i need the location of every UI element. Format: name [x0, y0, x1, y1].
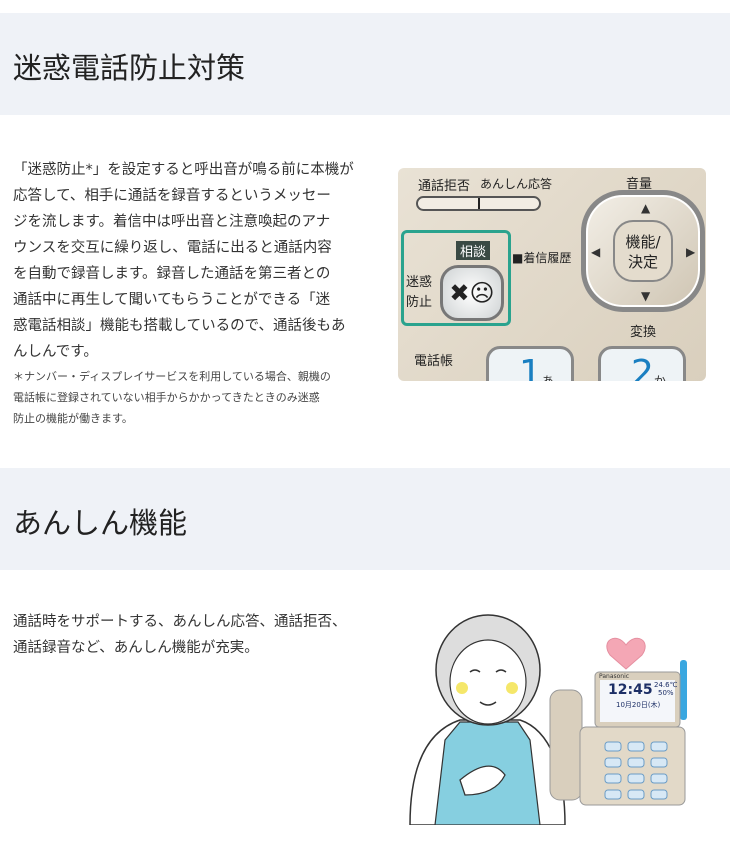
arrow-right-icon: ▶	[686, 245, 696, 259]
phone-temp: 24.6℃	[654, 681, 678, 689]
section-title: あんしん機能	[13, 506, 188, 540]
nav-ring: ▲ ▼ ◀ ▶ 機能/決定	[581, 190, 705, 312]
label-volume: 音量	[626, 177, 653, 192]
reject-anshin-button	[416, 196, 541, 211]
function-button: 機能/決定	[613, 220, 673, 282]
phone-panel-photo: 通話拒否 あんしん応答 音量 相談 迷惑防止 ✖☹ ■着信履歴 ▲ ▼ ◀ ▶ …	[398, 168, 706, 381]
text-line: 応答して、相手に通話を録音するというメッセー	[13, 188, 331, 204]
section-header-spam: 迷惑電話防止対策	[0, 13, 730, 115]
text-line: 通話中に再生して聞いてもらうことができる「迷	[13, 292, 331, 308]
key-1: 1あ	[486, 346, 574, 381]
grandma-illustration	[409, 614, 687, 826]
label-block: 迷惑防止	[406, 275, 433, 310]
label-consult: 相談	[456, 241, 491, 260]
arrow-down-icon: ▼	[641, 289, 651, 303]
label-reject: 通話拒否	[418, 179, 471, 194]
text-line: 通話時をサポートする、あんしん応答、通話拒否、	[13, 614, 347, 630]
text-line: 惑電話相談」機能も搭載しているので、通話後もあ	[13, 318, 346, 334]
arrow-up-icon: ▲	[641, 201, 651, 215]
text-line: んしんです。	[13, 344, 98, 360]
text-line: ウンスを交互に繰り返し、電話に出ると通話内容	[13, 240, 332, 256]
illustration: Panasonic 12:45 24.6℃ 50% 10月20日(木)	[400, 610, 700, 826]
phone-humidity: 50%	[658, 689, 674, 697]
footnote: ＊ナンバー・ディスプレイサービスを利用している場合、親機の 電話帳に登録されてい…	[13, 366, 363, 429]
text-line: ジを流します。着信中は呼出音と注意喚起のアナ	[13, 214, 331, 230]
text-line: 通話録音など、あんしん機能が充実。	[13, 640, 259, 656]
text-line: 「迷惑防止*」を設定すると呼出音が鳴る前に本機が	[13, 162, 354, 178]
section-header-anshin: あんしん機能	[0, 468, 730, 570]
spam-block-highlight: 相談 迷惑防止 ✖☹	[401, 230, 511, 326]
blocked-call-icon: ✖☹	[449, 279, 495, 307]
spam-block-button: ✖☹	[440, 265, 504, 321]
key-2: 2か	[598, 346, 686, 381]
label-convert: 変換	[630, 325, 657, 340]
text-line: 防止の機能が働きます。	[13, 412, 133, 425]
label-history: ■着信履歴	[512, 251, 572, 265]
label-phonebook: 電話帳	[414, 354, 454, 369]
phone-time: 12:45	[608, 682, 653, 698]
label-anshin: あんしん応答	[480, 177, 553, 191]
anshin-description: 通話時をサポートする、あんしん応答、通話拒否、 通話録音など、あんしん機能が充実…	[13, 609, 363, 661]
arrow-left-icon: ◀	[591, 245, 601, 259]
phone-date: 10月20日(木)	[616, 701, 661, 709]
phone-brand: Panasonic	[599, 673, 630, 680]
text-line: を自動で録音します。録音した通話を第三者との	[13, 266, 331, 282]
text-line: ＊ナンバー・ディスプレイサービスを利用している場合、親機の	[13, 370, 331, 383]
section-title: 迷惑電話防止対策	[13, 51, 246, 85]
text-line: 電話帳に登録されていない相手からかかってきたときのみ迷惑	[13, 391, 320, 404]
spam-description: 「迷惑防止*」を設定すると呼出音が鳴る前に本機が 応答して、相手に通話を録音する…	[13, 157, 363, 365]
